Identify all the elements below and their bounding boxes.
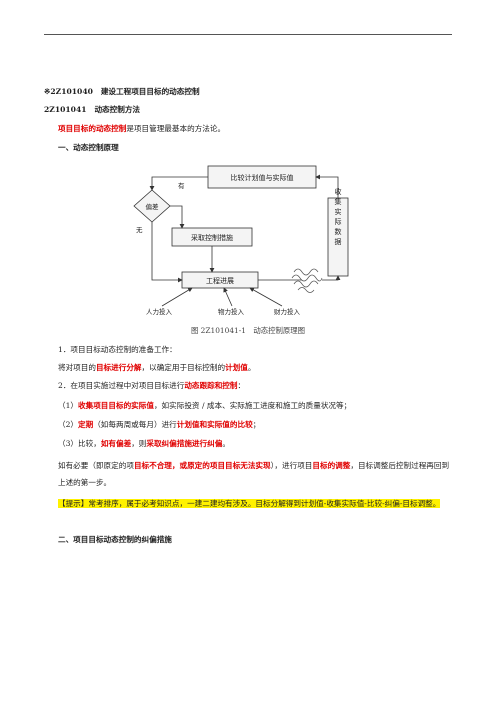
progress-label: 工程进展: [206, 276, 234, 285]
paragraph-1: 1．项目目标动态控制的准备工作：: [58, 345, 177, 354]
p2-text-c: ，以确定用于目标控制的: [141, 363, 226, 372]
p7-text-e: ，目标调整后控制过程再回到上述的第一步。: [58, 461, 450, 487]
p5-highlight-d: 计划值和实际值的比较: [176, 420, 253, 429]
deviation-label: 偏差: [146, 202, 160, 211]
p5-text-a: （2）: [58, 420, 79, 429]
section-heading: ※2Z101040 建设工程项目目标的动态控制: [44, 86, 200, 97]
heading-mark: ※: [44, 87, 51, 96]
tip-paragraph: 【提示】常考排序，属于必考知识点，一建二建均有涉及。目标分解得到计划值-收集实际…: [58, 495, 452, 512]
paragraph-3: 2．在项目实施过程中对项目目标进行动态跟踪和控制：: [58, 380, 245, 391]
intro-highlight: 项目目标的动态控制: [58, 124, 127, 133]
control-principle-diagram: 比较计划值与实际值 收集实际数据 偏差 有 无 采取控制措施 工程进展: [132, 160, 366, 318]
input-labor-label: 人力投入: [146, 307, 173, 316]
p2-highlight-d: 计划值: [225, 363, 248, 372]
input-finance-label: 财力投入: [274, 307, 301, 316]
paragraph-7: 如有必要（即原定的项目标不合理，或原定的项目目标无法实现），进行项目目标的调整，…: [58, 457, 452, 491]
p6-highlight-b: 如有偏差: [100, 439, 132, 448]
intro-paragraph: 项目目标的动态控制是项目管理最基本的方法论。: [58, 123, 225, 134]
p4-text-a: （1）: [58, 401, 79, 410]
subheading-code: 2Z101041: [44, 105, 87, 114]
paragraph-6: （3）比较，如有偏差，则采取纠偏措施进行纠偏。: [58, 438, 230, 449]
p7-highlight-d: 目标的调整: [312, 461, 351, 470]
tip-highlight: 【提示】常考排序，属于必考知识点，一建二建均有涉及。目标分解得到计划值-收集实际…: [58, 499, 441, 508]
figure-caption: 图 2Z101041-1 动态控制原理图: [190, 326, 306, 335]
heading-title: 建设工程项目目标的动态控制: [100, 87, 200, 96]
p3-text-c: ：: [237, 381, 246, 390]
collect-label: 收集实际数据: [334, 187, 342, 248]
intro-text: 是项目管理最基本的方法论。: [126, 124, 226, 133]
p7-highlight-b: 目标不合理，或原定的项目目标无法实现: [133, 461, 271, 470]
p6-text-a: （3）比较，: [58, 439, 101, 448]
p2-text-e: 。: [247, 363, 256, 372]
section1-heading: 一、动态控制原理: [58, 143, 119, 152]
p4-text-c: ，如实际投资 / 成本、实际施工进度和施工的质量状况等；: [153, 401, 352, 410]
measures-label: 采取控制措施: [191, 233, 233, 242]
p2-text-a: 将对项目的: [58, 363, 96, 372]
p6-text-c: ，则: [131, 439, 147, 448]
input-material-label: 物力投入: [218, 307, 245, 316]
p7-text-a: 如有必要（即原定的项: [58, 461, 134, 470]
p7-text-c: ），进行项目: [270, 461, 313, 470]
subheading-title: 动态控制方法: [94, 105, 141, 114]
no-label: 无: [136, 226, 143, 234]
compare-label: 比较计划值与实际值: [231, 173, 294, 182]
section2-heading: 二、项目目标动态控制的纠偏措施: [58, 535, 172, 544]
p4-highlight-b: 收集项目目标的实际值: [78, 401, 154, 410]
p5-highlight-b: 定期: [78, 420, 94, 429]
subsection-heading: 2Z101041 动态控制方法: [44, 104, 140, 115]
header-rule: [44, 34, 452, 35]
p3-text-a: 2．在项目实施过程中对项目目标进行: [58, 381, 185, 390]
output-scribble: [291, 268, 323, 293]
yes-label: 有: [178, 181, 185, 190]
heading-code: 2Z101040: [50, 87, 93, 96]
p6-highlight-d: 采取纠偏措施进行纠偏: [146, 439, 223, 448]
paragraph-4: （1）收集项目目标的实际值，如实际投资 / 成本、实际施工进度和施工的质量状况等…: [58, 400, 351, 411]
p2-highlight-b: 目标进行分解: [95, 363, 142, 372]
paragraph-2: 将对项目的目标进行分解，以确定用于目标控制的计划值。: [58, 362, 255, 373]
p6-text-e: 。: [222, 439, 230, 448]
paragraph-5: （2）定期（如每两周或每月）进行计划值和实际值的比较；: [58, 419, 260, 430]
p5-text-e: ；: [252, 420, 261, 429]
p3-highlight-b: 动态跟踪和控制: [184, 381, 238, 390]
p5-text-c: （如每两周或每月）进行: [93, 420, 177, 429]
